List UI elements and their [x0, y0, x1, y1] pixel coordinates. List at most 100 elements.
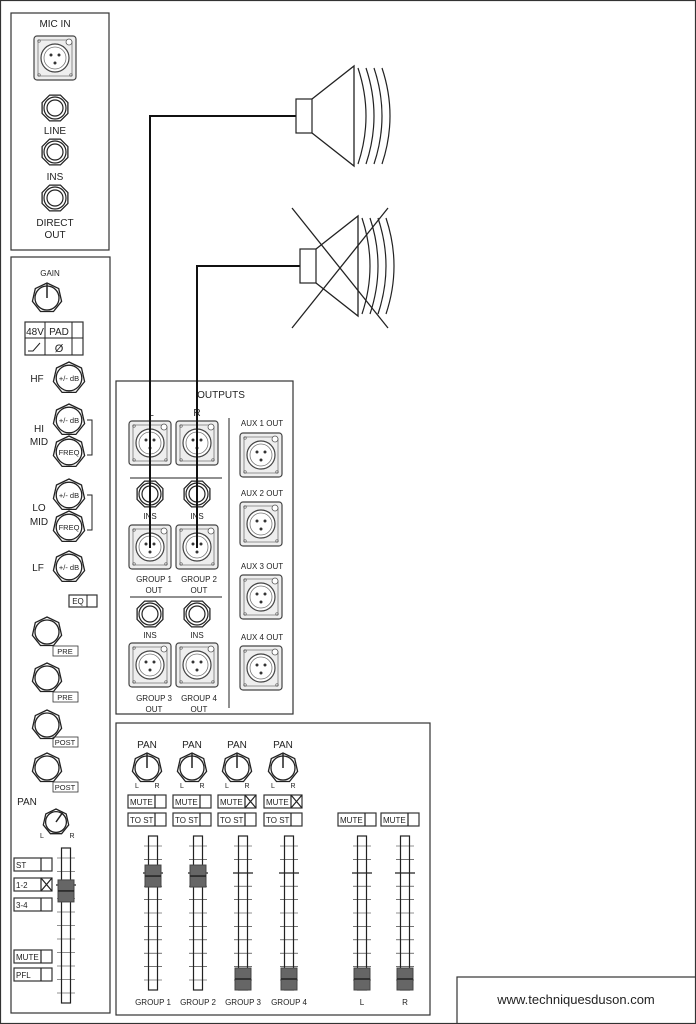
mic-in-xlr[interactable] — [33, 35, 77, 81]
routing-button-3-4[interactable]: 3-4 — [13, 897, 53, 912]
xlr-pin — [191, 660, 195, 664]
group-2-pan-knob[interactable] — [176, 752, 208, 783]
xlr-latch-icon — [207, 645, 215, 653]
main-R-mute-button[interactable]: MUTE — [380, 812, 420, 827]
group-1-fader[interactable] — [143, 835, 163, 991]
xlr-pin — [199, 660, 203, 664]
direct-out-jack[interactable] — [41, 184, 69, 212]
screw-icon — [132, 562, 136, 566]
group-2-fader[interactable] — [188, 835, 208, 991]
xlr-ring — [185, 653, 209, 677]
aux-send-knob-2[interactable] — [31, 662, 63, 693]
group-3-out-xlr[interactable] — [128, 642, 172, 688]
label-frame — [52, 645, 79, 657]
group-3-to-st-button[interactable]: TO ST — [217, 812, 257, 827]
insert-jack[interactable] — [41, 138, 69, 166]
group-4-pan-knob[interactable] — [267, 752, 299, 783]
aux-3-out-xlr[interactable] — [239, 574, 283, 620]
channel-pfl-button[interactable]: PFL — [13, 967, 53, 982]
xlr-body — [182, 650, 212, 680]
aux-2-out-xlr[interactable] — [239, 501, 283, 547]
routing-button-1-2[interactable]: 1-2 — [13, 877, 53, 892]
left-label: L — [148, 408, 154, 419]
aux-send-knob-1[interactable] — [31, 616, 63, 647]
eq-button[interactable]: EQ — [68, 594, 98, 608]
phantom-48v-button: 48V — [26, 327, 44, 338]
main-L-fader[interactable] — [352, 835, 372, 991]
screw-icon — [132, 528, 136, 532]
lo-mid-freq-knob[interactable]: FREQ — [52, 510, 86, 543]
screw-icon — [243, 505, 247, 509]
jack-hole — [46, 143, 64, 161]
group-1-mute-button[interactable]: MUTE — [127, 794, 167, 809]
group-4-mute-button[interactable]: MUTE — [263, 794, 303, 809]
hi-mid-gain-knob[interactable]: +/- dB — [52, 403, 86, 436]
hf-gain-knob[interactable]: +/- dB — [52, 361, 86, 394]
xlr-inner-plate — [243, 578, 279, 616]
cable-to-speaker-1[interactable] — [149, 115, 296, 548]
group-out-label: OUT — [191, 705, 208, 714]
lf-gain-knob[interactable]: +/- dB — [52, 550, 86, 583]
knob-cap — [34, 619, 60, 645]
screw-icon — [132, 680, 136, 684]
hi-mid-freq-knob[interactable]: FREQ — [52, 435, 86, 468]
group-4-fader[interactable] — [279, 835, 299, 991]
button-frame — [217, 812, 257, 827]
gain-knob[interactable] — [31, 282, 63, 313]
knob-cap — [55, 481, 83, 509]
button-frame — [68, 594, 98, 608]
group-3-fader[interactable] — [233, 835, 253, 991]
speaker-1[interactable] — [295, 64, 391, 168]
screw-icon — [211, 562, 215, 566]
screw-icon — [243, 470, 247, 474]
channel-mute-button[interactable]: MUTE — [13, 949, 53, 964]
line-input-jack[interactable] — [41, 94, 69, 122]
sound-wave-icon — [385, 217, 395, 315]
xlr-pin — [263, 663, 267, 667]
channel-pan-knob[interactable] — [42, 808, 70, 835]
aux-send-knob-3[interactable] — [31, 709, 63, 740]
aux-1-out-xlr[interactable] — [239, 432, 283, 478]
main-R-fader[interactable] — [395, 835, 415, 991]
button-frame — [172, 794, 212, 809]
knob-cap — [55, 553, 83, 581]
group-2-mute-button[interactable]: MUTE — [172, 794, 212, 809]
aux-mode-text: POST — [55, 738, 76, 747]
main-L-mute-button[interactable]: MUTE — [337, 812, 377, 827]
channel-fader[interactable] — [56, 847, 76, 1004]
group-2-to-st-button[interactable]: TO ST — [172, 812, 212, 827]
aux-4-out-xlr[interactable] — [239, 645, 283, 691]
group-3-pan-knob[interactable] — [221, 752, 253, 783]
button-frame — [263, 794, 303, 809]
button-label: MUTE — [130, 798, 153, 807]
group-3-mute-button[interactable]: MUTE — [217, 794, 257, 809]
button-label: TO ST — [266, 816, 290, 825]
group-3-ins-jack[interactable] — [136, 600, 164, 628]
aux-out-label: AUX 1 OUT — [241, 419, 283, 428]
jack-hole — [46, 99, 64, 117]
group-out-label: OUT — [146, 586, 163, 595]
speaker-magnet — [295, 98, 313, 134]
button-label: MUTE — [175, 798, 198, 807]
speaker-2[interactable] — [291, 207, 395, 329]
xlr-pin — [263, 450, 267, 454]
knob-cap — [55, 438, 83, 466]
xlr-pin — [195, 550, 199, 554]
screw-icon — [243, 436, 247, 440]
group-pan-label: PAN — [227, 740, 247, 751]
xlr-inner-plate — [37, 39, 73, 77]
screw-icon — [179, 562, 183, 566]
group-4-out-xlr[interactable] — [175, 642, 219, 688]
routing-button-ST[interactable]: ST — [13, 857, 53, 872]
lo-mid-gain-knob[interactable]: +/- dB — [52, 478, 86, 511]
pan-l-label: L — [40, 833, 44, 840]
group-4-to-st-button[interactable]: TO ST — [263, 812, 303, 827]
cable-to-speaker-2[interactable] — [196, 265, 300, 548]
aux-send-knob-4[interactable] — [31, 752, 63, 783]
group-1-pan-knob[interactable] — [131, 752, 163, 783]
group-4-ins-jack[interactable] — [183, 600, 211, 628]
screw-icon — [275, 683, 279, 687]
high-pass-filter-icon[interactable] — [28, 342, 41, 352]
group-1-to-st-button[interactable]: TO ST — [127, 812, 167, 827]
